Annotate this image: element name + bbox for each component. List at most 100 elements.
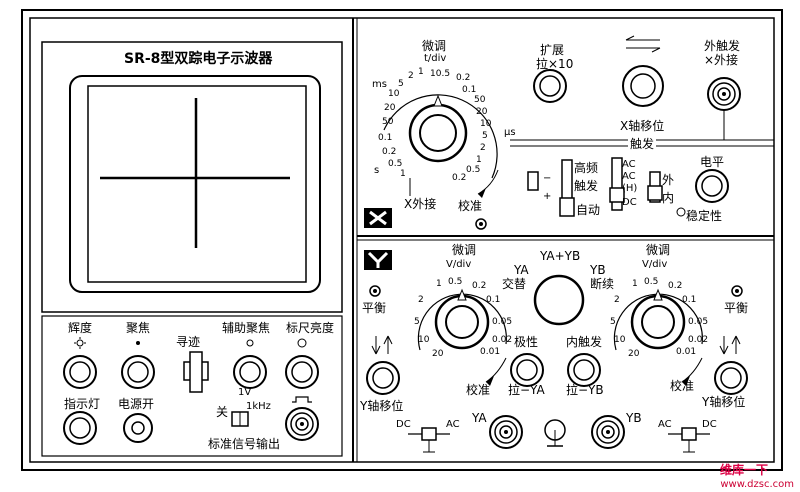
yb-tick: 1 [632, 279, 638, 289]
tb-tick: 0.2 [452, 173, 467, 183]
tb-tick: 50 [474, 95, 486, 105]
pull10-label: 拉×10 [536, 57, 574, 71]
brightness-knob[interactable] [63, 355, 97, 389]
ya-tick: 1 [436, 279, 442, 289]
ya-dc-label: DC [396, 419, 411, 430]
yb-input-label: YB [626, 411, 642, 425]
indicator-label: 指示灯 [64, 397, 101, 411]
yb-input-bnc[interactable] [591, 415, 625, 449]
tb-tick: 0.2 [382, 147, 397, 157]
polarity-label: 极性 [514, 335, 539, 349]
s-label: s [374, 165, 380, 176]
yb-vdiv-dial[interactable] [613, 288, 703, 351]
trace-label: 寻迹 [176, 335, 201, 349]
expand-label: 扩展 [540, 43, 565, 57]
yb-tick: 10 [614, 335, 626, 345]
trig-mode-switch[interactable] [561, 159, 573, 201]
scale-brightness-knob[interactable] [285, 355, 319, 389]
level-knob[interactable] [695, 169, 729, 203]
cal-output-bnc[interactable] [285, 407, 319, 441]
yb-balance-label: 平衡 [724, 301, 749, 315]
trig-coupling-switch[interactable] [611, 157, 623, 211]
timebase-unit-label: t/div [424, 53, 447, 64]
ya-polarity-knob[interactable] [510, 353, 544, 387]
int-trigger-knob[interactable] [567, 353, 601, 387]
watermark-site: www.dzsc.com [720, 479, 794, 490]
ya-tick: 2 [418, 295, 424, 305]
ground-terminal[interactable] [544, 419, 566, 447]
timebase-fine-label: 微调 [422, 39, 447, 53]
tb-tick: 5 [482, 131, 488, 141]
expand-knob[interactable] [533, 69, 567, 103]
yb-position-label: Y轴移位 [702, 395, 746, 409]
trace-finder-button[interactable] [183, 351, 209, 393]
tb-tick: 1 [418, 67, 424, 77]
timebase-dial[interactable] [383, 94, 498, 179]
x-position-label: X轴移位 [620, 119, 665, 133]
yb-ac-label: AC [658, 419, 672, 430]
focus-knob[interactable] [121, 355, 155, 389]
tb-tick: 0.1 [378, 133, 393, 143]
ya-tick: 0.05 [492, 317, 513, 327]
tb-tick: 10.5 [430, 69, 451, 79]
dc-label: DC [622, 197, 637, 208]
tb-tick: 0.5 [466, 165, 481, 175]
tb-tick: 1 [476, 155, 482, 165]
ya-yb-label: YA+YB [540, 249, 581, 263]
trigger-title: 触发 [628, 137, 657, 151]
ext-source-label: 外 [662, 173, 675, 187]
ya-vdiv-dial[interactable] [417, 288, 507, 351]
stability-point[interactable] [676, 207, 686, 217]
pull-yb-label: 拉−YB [566, 383, 604, 397]
ya-tick: 0.02 [492, 335, 513, 345]
focus-label: 聚焦 [126, 321, 151, 335]
trig-minus-label: − [543, 173, 552, 184]
level-label: 电平 [700, 155, 725, 169]
int-trig-label: 内触发 [566, 335, 603, 349]
ya-position-knob[interactable] [366, 361, 400, 395]
brightness-sun-icon [76, 339, 84, 347]
aux-focus-knob[interactable] [233, 355, 267, 389]
ya-position-label: Y轴移位 [360, 399, 404, 413]
auto-label: 自动 [576, 203, 601, 217]
ach-label: AC [622, 171, 636, 182]
ya-tick: 0.2 [472, 281, 487, 291]
tb-tick: 2 [408, 71, 414, 81]
tb-tick: 0.2 [456, 73, 471, 83]
ext-trigger-bnc[interactable] [707, 77, 741, 111]
power-label: 电源开 [118, 397, 155, 411]
tb-tick: 5 [398, 79, 404, 89]
ya-tick: 20 [432, 349, 444, 359]
indicator-lamp [63, 411, 97, 445]
cal-output-label: 标准信号输出 [208, 437, 281, 451]
yb-coupling-switch[interactable] [668, 427, 710, 453]
yb-dc-label: DC [702, 419, 717, 430]
pull-ya-label: 拉−YA [508, 383, 545, 397]
x-badge [364, 208, 392, 228]
trig-label: 触发 [574, 179, 599, 193]
ya-tick: 0.1 [486, 295, 501, 305]
x-position-knob[interactable] [622, 65, 664, 107]
hf-label: 高频 [574, 161, 599, 175]
tb-tick: 20 [476, 107, 488, 117]
y-badge [364, 250, 392, 270]
watermark-brand: 维库一下 [719, 463, 768, 477]
yb-vdiv-label: V/div [642, 259, 668, 270]
ya-coupling-switch[interactable] [408, 427, 450, 453]
yb-tick: 0.5 [644, 277, 659, 287]
yb-tick: 0.1 [682, 295, 697, 305]
tb-tick: 10 [388, 89, 400, 99]
ya-input-bnc[interactable] [489, 415, 523, 449]
ya-mode-label: YA [514, 263, 529, 277]
ya-balance-label: 平衡 [362, 301, 387, 315]
instrument-title: SR-8型双踪电子示波器 [124, 51, 273, 67]
power-switch[interactable] [123, 413, 153, 443]
right-arrow-icon [626, 47, 661, 53]
cal-freq-label: 1kHz [246, 401, 271, 412]
tb-tick: 0.1 [462, 85, 477, 95]
yb-position-knob[interactable] [714, 361, 748, 395]
trig-polarity-switch[interactable] [527, 171, 539, 191]
display-mode-knob[interactable] [533, 274, 585, 326]
